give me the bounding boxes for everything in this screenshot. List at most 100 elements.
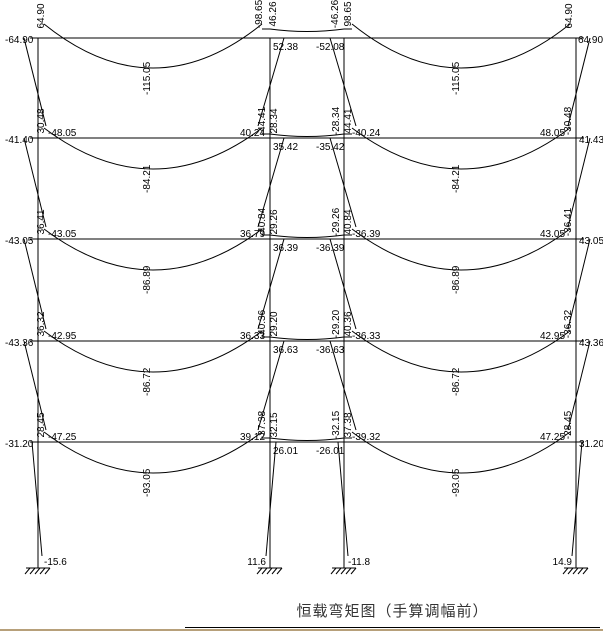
moment-label: 40.24: [240, 128, 265, 139]
moment-label: -115.05: [142, 61, 153, 95]
column-moment-line: [23, 137, 47, 228]
moment-label: 43.05: [540, 229, 565, 240]
moment-label: 28.34: [269, 108, 280, 133]
moment-label: -26.01: [316, 446, 345, 457]
moment-label: -36.32: [563, 309, 574, 338]
column-moment-line: [337, 441, 349, 557]
moment-label: 28.45: [36, 412, 47, 437]
support-hatch: [562, 567, 569, 575]
moment-label: -52.08: [316, 42, 345, 53]
moment-label: 29.26: [269, 209, 280, 234]
moment-label: -35.42: [316, 142, 345, 153]
column-moment-line: [329, 37, 357, 127]
moment-label: 47.25: [540, 432, 565, 443]
moment-label: -46.26: [330, 0, 341, 28]
column-moment-line: [329, 238, 357, 330]
bottom-edge: [0, 629, 603, 631]
column-moment-line: [567, 340, 591, 431]
moment-label: 32.15: [269, 412, 280, 437]
beam-moment-curve: [351, 228, 571, 271]
support-hatch: [335, 567, 342, 575]
moment-label: -115.05: [451, 61, 462, 95]
moment-label: 36.79: [240, 229, 265, 240]
column-moment-line: [23, 238, 47, 330]
moment-label: 40.36: [343, 311, 354, 336]
moment-label: -31.20: [5, 439, 34, 450]
support-hatch: [39, 567, 46, 575]
moment-label: -41.40: [5, 135, 34, 146]
moment-label: -86.89: [142, 265, 153, 294]
column-moment-line: [265, 441, 277, 557]
moment-label: 64.90: [564, 3, 575, 28]
moment-label: 46.26: [268, 1, 279, 26]
moment-label: 43.36: [579, 338, 603, 349]
moment-label: -84.21: [142, 164, 153, 193]
beam-moment-curve: [43, 228, 263, 271]
support-hatch: [256, 567, 263, 575]
moment-label: -47.25: [48, 432, 77, 443]
moment-label: 36.39: [273, 243, 298, 254]
moment-label: -36.39: [352, 229, 381, 240]
moment-label: -36.39: [316, 243, 345, 254]
column-moment-line: [567, 238, 591, 330]
moment-label: 36.32: [36, 311, 47, 336]
column-moment-line: [567, 37, 591, 127]
moment-label: -40.24: [352, 128, 381, 139]
moment-label: 64.90: [36, 3, 47, 28]
moment-label: 36.33: [240, 331, 265, 342]
moment-label: 31.20: [579, 439, 603, 450]
moment-label: 48.05: [540, 128, 565, 139]
moment-label: 29.20: [269, 311, 280, 336]
moment-label: 36.41: [36, 209, 47, 234]
base-moment-label: 11.6: [247, 557, 266, 568]
column-moment-line: [257, 37, 285, 127]
support-hatch: [276, 567, 283, 575]
diagram-caption: 恒载弯矩图（手算调幅前）: [296, 602, 489, 620]
moment-label: -44.41: [257, 106, 268, 135]
moment-label: -36.33: [352, 331, 381, 342]
beam-moment-curve: [351, 23, 571, 69]
column-moment-line: [23, 340, 47, 431]
moment-label: -64.90: [5, 35, 34, 46]
beam-moment-curve: [43, 23, 263, 69]
moment-label: -86.72: [142, 367, 153, 396]
support-hatch: [266, 567, 273, 575]
column-moment-line: [571, 441, 583, 557]
moment-label: 37.38: [343, 412, 354, 437]
moment-label: -93.05: [142, 468, 153, 497]
beam-moment-curve: [43, 431, 263, 474]
moment-label: -28.45: [563, 410, 574, 439]
moment-label: -48.05: [48, 128, 77, 139]
beam-moment-curve: [43, 330, 263, 373]
support-hatch: [271, 567, 278, 575]
support-hatch: [340, 567, 347, 575]
moment-label: -43.05: [5, 236, 34, 247]
moment-label: -36.41: [563, 207, 574, 236]
moment-label: -36.63: [316, 345, 345, 356]
support-hatch: [577, 567, 584, 575]
moment-label: 43.05: [579, 236, 603, 247]
moment-label: -30.48: [563, 106, 574, 135]
beam-moment-curve: [351, 431, 571, 474]
middle-span-moment-curve: [269, 234, 345, 238]
moment-label: 42.95: [540, 331, 565, 342]
moment-label: -86.89: [451, 265, 462, 294]
base-moment-label: 14.9: [553, 557, 573, 568]
beam-moment-curve: [351, 127, 571, 170]
column-moment-line: [31, 441, 43, 557]
middle-span-moment-curve: [269, 336, 345, 340]
moment-label: -32.15: [331, 410, 342, 439]
caption-underline: [185, 627, 600, 628]
middle-span-moment-curve: [269, 28, 345, 32]
moment-label: -29.20: [331, 309, 342, 338]
moment-label: 44.41: [343, 108, 354, 133]
beam-moment-curve: [43, 127, 263, 170]
moment-label: -43.05: [48, 229, 77, 240]
column-moment-line: [257, 137, 285, 228]
moment-label: -40.84: [257, 207, 268, 236]
support-hatch: [572, 567, 579, 575]
support-hatch: [44, 567, 51, 575]
moment-label: -86.72: [451, 367, 462, 396]
base-moment-label: -11.8: [348, 557, 370, 568]
moment-label: -98.65: [254, 0, 265, 28]
